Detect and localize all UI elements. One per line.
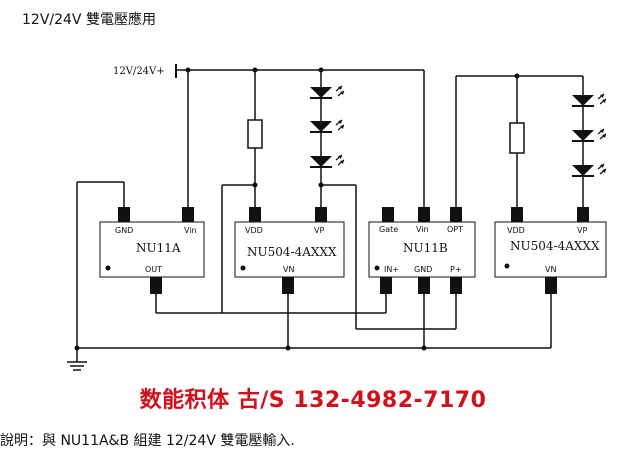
nu11b-opt-label: OPT [447,225,463,234]
nu504-left-vn-label: VN [283,265,294,274]
nu11b-gate-label: Gate [379,225,398,234]
resistor-left [247,119,263,149]
nu11b-p-plus-label: P+ [450,265,462,274]
chip-bodies [99,221,607,278]
pins [118,207,589,294]
nu11b-gnd-label: GND [414,265,432,274]
nu504-left-name: NU504-4AXXX [247,245,337,259]
junction-dots [74,67,520,351]
nu504-right-vp-label: VP [577,226,587,235]
led-string-right [571,93,607,177]
nu504-left-vp-label: VP [314,226,324,235]
nu504-right-vn-label: VN [545,265,556,274]
chip-pin1-dots [105,263,510,271]
nu11a-vin-label: Vin [184,226,197,235]
nu11a-out-label: OUT [145,265,162,274]
nu11a-gnd-label: GND [115,226,133,235]
brand-watermark-text: 数能积体 古/S 132-4982-7170 [139,388,487,413]
led-string-left [309,85,345,168]
diagram-title: 12V/24V 雙電壓應用 [22,12,156,28]
nu11b-vin-label: Vin [416,225,429,234]
nu11a-name: NU11A [136,241,181,255]
wires [76,64,584,362]
nu504-right-name: NU504-4AXXX [510,239,600,253]
resistor-right [509,122,525,154]
footer-note: 說明：與 NU11A&B 組建 12/24V 雙電壓輸入. [0,433,295,449]
nu11b-name: NU11B [403,241,448,255]
nu504-right-vdd-label: VDD [507,226,525,235]
ground-symbol [67,361,87,371]
nu504-left-vdd-label: VDD [245,226,263,235]
nu11b-in-plus-label: IN+ [384,265,399,274]
supply-label: 12V/24V+ [113,66,165,77]
